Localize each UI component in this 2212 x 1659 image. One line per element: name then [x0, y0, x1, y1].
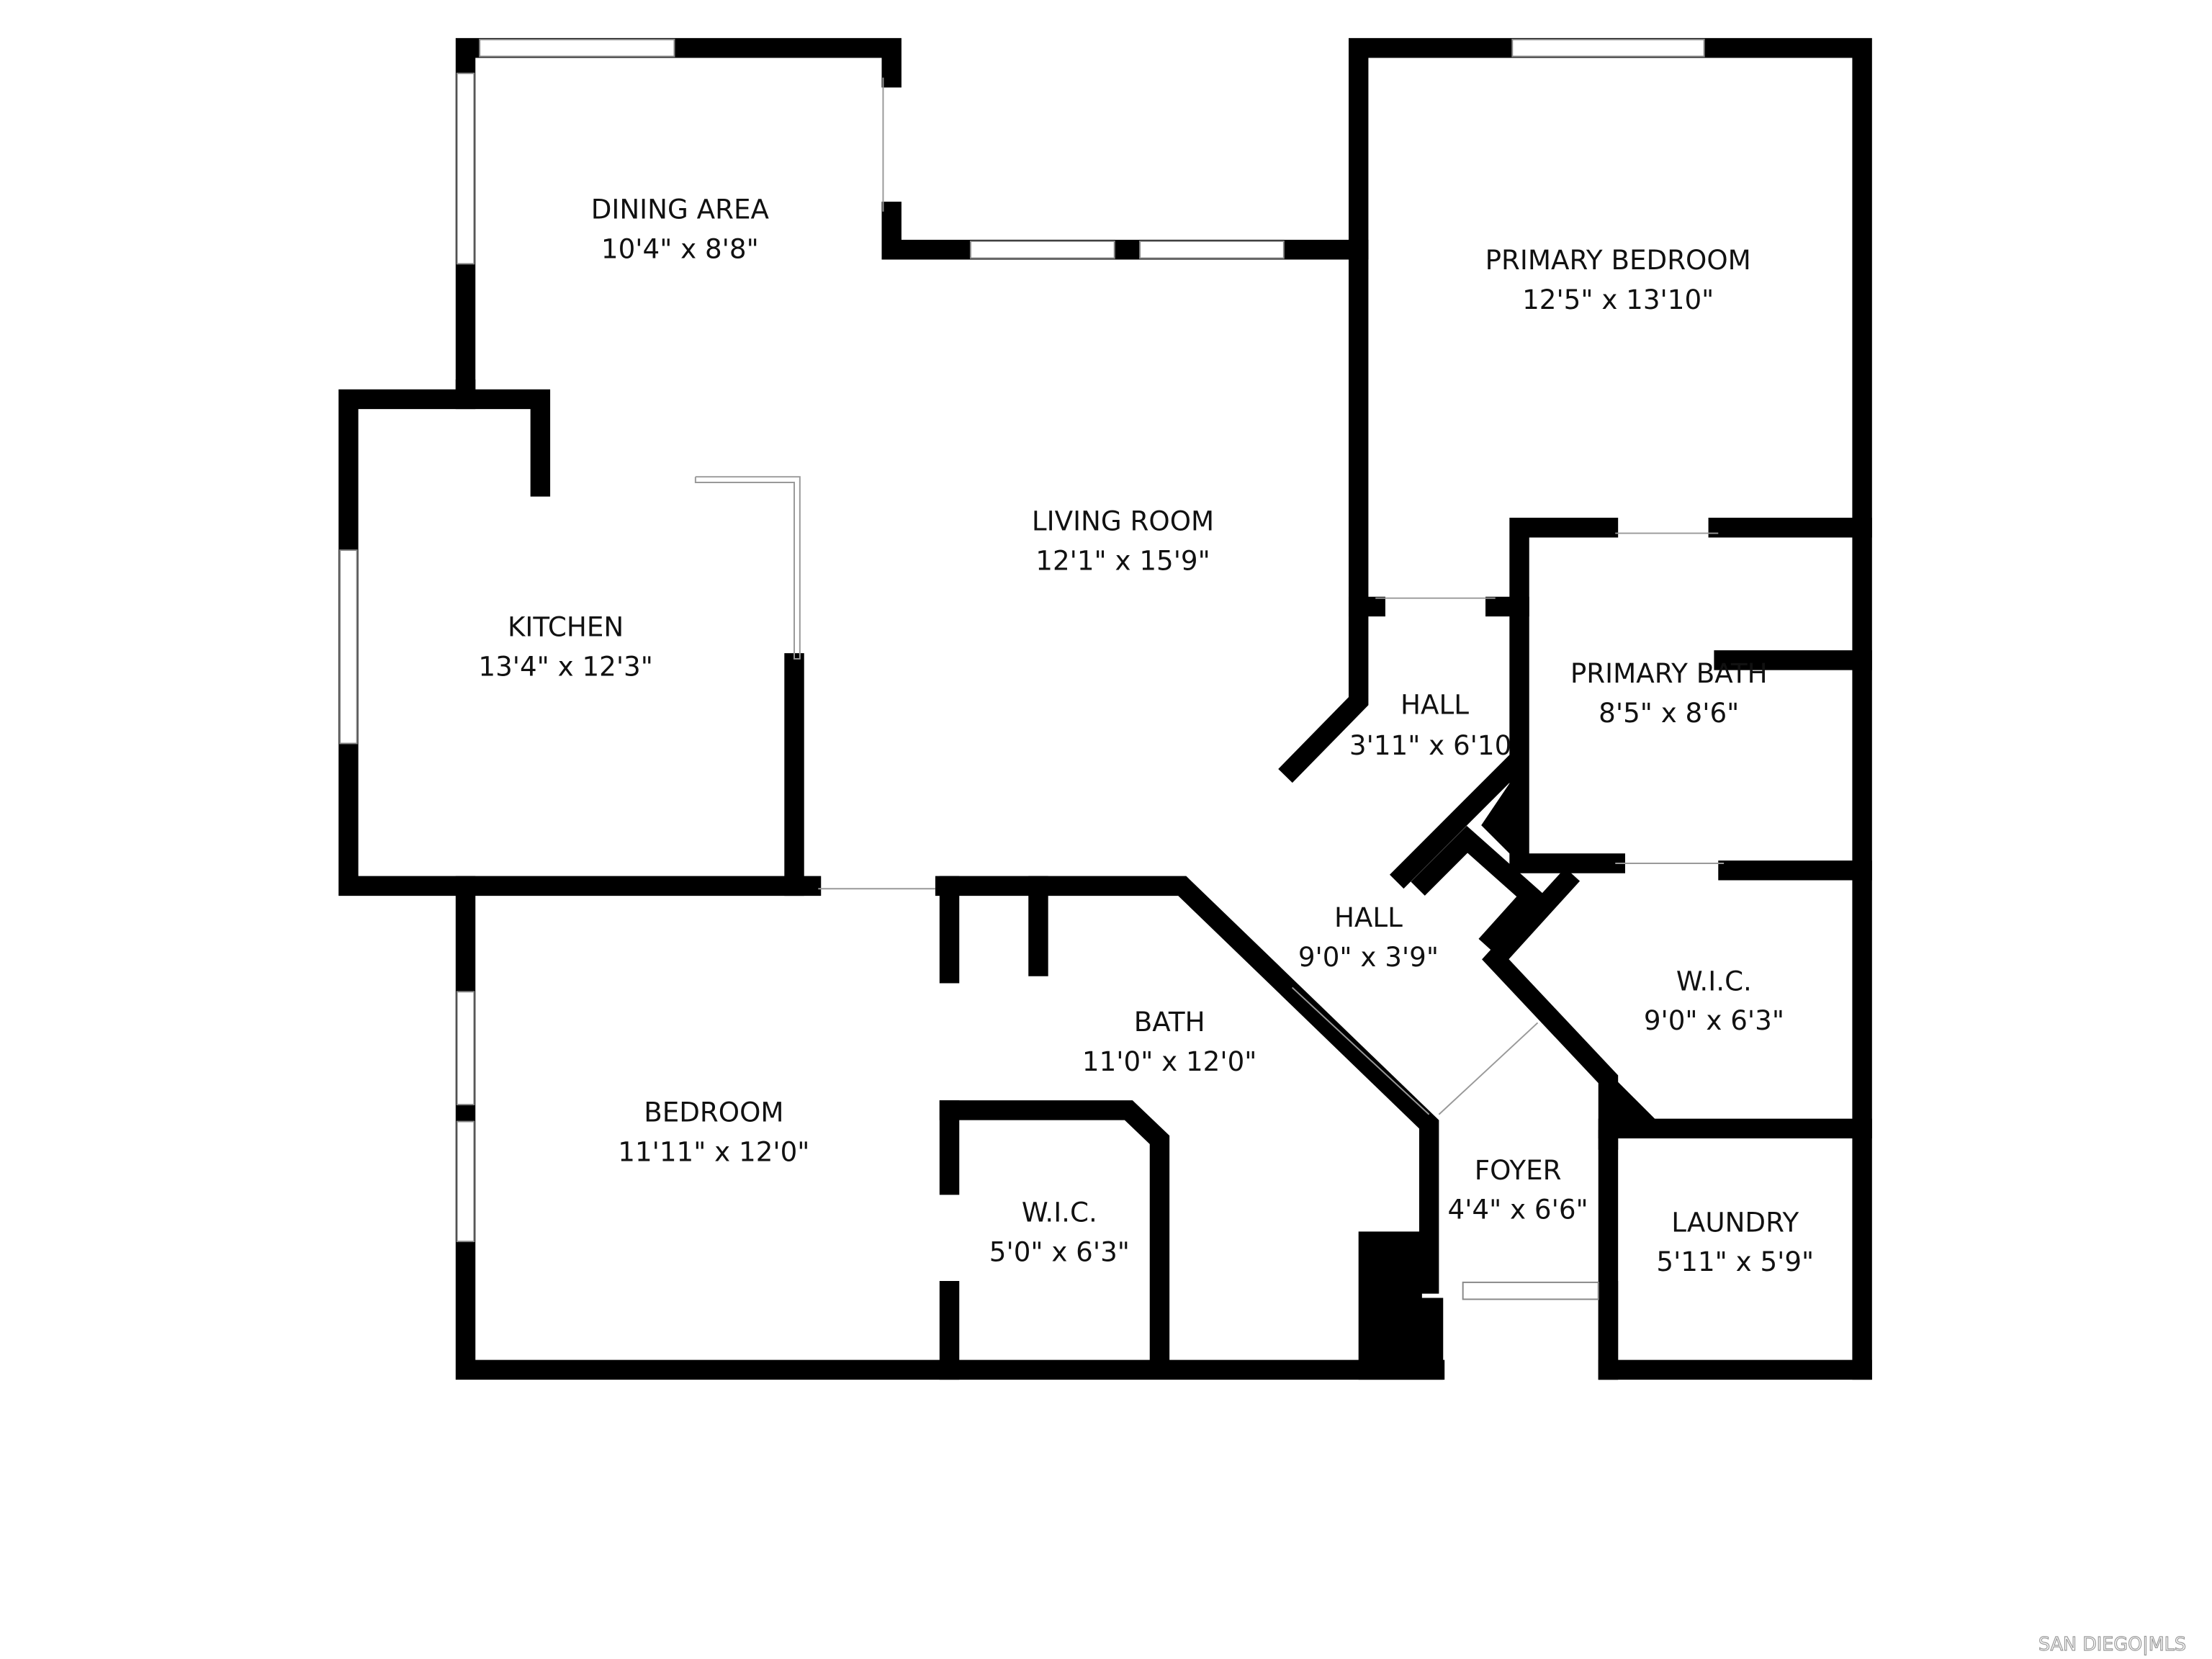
solid-wall-block	[1608, 1071, 1665, 1129]
windows	[339, 38, 1725, 1300]
room-size: 9'0" x 6'3"	[1644, 1004, 1784, 1036]
room-name: W.I.C.	[1022, 1197, 1097, 1228]
solid-wall-block	[1481, 768, 1520, 864]
watermark-logo: SAN DIEGO|MLS	[2038, 1634, 2186, 1655]
room-size: 9'0" x 3'9"	[1298, 941, 1439, 973]
room-size: 3'11" x 6'10	[1349, 729, 1511, 761]
room-size: 11'0" x 12'0"	[1082, 1046, 1256, 1077]
room-size: 12'1" x 15'9"	[1035, 545, 1210, 577]
room-size: 12'5" x 13'10"	[1522, 284, 1714, 315]
room-name: PRIMARY BATH	[1570, 657, 1768, 689]
room-size: 11'11" x 12'0"	[618, 1136, 809, 1167]
room-labels: DINING AREA 10'4" x 8'8" LIVING ROOM 12'…	[478, 194, 1814, 1278]
room-size: 5'0" x 6'3"	[989, 1236, 1130, 1268]
room-name: DINING AREA	[591, 194, 770, 225]
room-name: HALL	[1401, 688, 1469, 720]
room-name: PRIMARY BEDROOM	[1485, 244, 1751, 276]
room-name: BATH	[1134, 1006, 1205, 1038]
room-size: 10'4" x 8'8"	[601, 233, 759, 265]
room-name: W.I.C.	[1676, 965, 1752, 997]
room-size: 8'5" x 8'6"	[1599, 697, 1739, 729]
room-name: KITCHEN	[508, 611, 624, 643]
room-name: LIVING ROOM	[1032, 505, 1214, 537]
room-size: 5'11" x 5'9"	[1656, 1246, 1814, 1277]
room-name: BEDROOM	[644, 1097, 783, 1128]
solid-wall-block	[1358, 1231, 1444, 1380]
room-name: FOYER	[1475, 1154, 1562, 1186]
room-size: 4'4" x 6'6"	[1448, 1194, 1588, 1226]
room-name: HALL	[1334, 902, 1403, 933]
room-size: 13'4" x 12'3"	[478, 650, 652, 682]
room-name: LAUNDRY	[1671, 1206, 1799, 1238]
